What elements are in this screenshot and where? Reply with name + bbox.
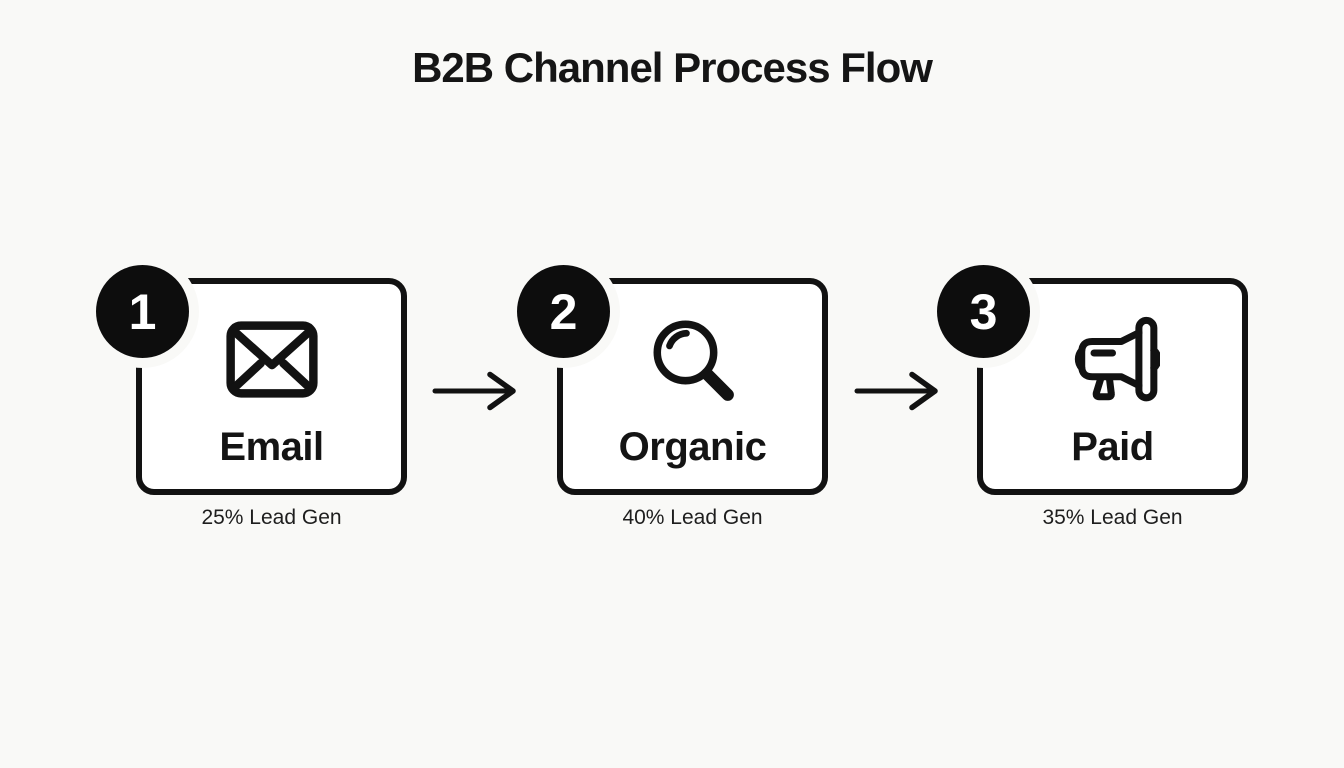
page-title: B2B Channel Process Flow [412, 44, 933, 91]
step-metric: 25% Lead Gen [201, 506, 342, 529]
step-card-paid: 3 Paid [937, 265, 1248, 495]
search-icon [646, 311, 740, 409]
step-label: Email [219, 424, 324, 469]
step-card-email: 1 Email [96, 265, 407, 495]
step-2-badge: 2 [517, 265, 610, 358]
step-label: Organic [618, 424, 767, 469]
step-1-badge: 1 [96, 265, 189, 358]
envelope-icon [225, 311, 319, 409]
step-card-organic: 2 Organic [517, 265, 828, 495]
step-number: 1 [128, 283, 157, 340]
step-number: 3 [969, 283, 998, 340]
step-3-badge: 3 [937, 265, 1030, 358]
arrow-right-icon [854, 371, 938, 411]
step-label: Paid [1071, 424, 1154, 469]
arrow-right-icon [432, 371, 516, 411]
step-metric: 35% Lead Gen [1042, 506, 1183, 529]
megaphone-icon [1065, 311, 1160, 409]
step-metric: 40% Lead Gen [622, 506, 763, 529]
step-number: 2 [549, 283, 578, 340]
